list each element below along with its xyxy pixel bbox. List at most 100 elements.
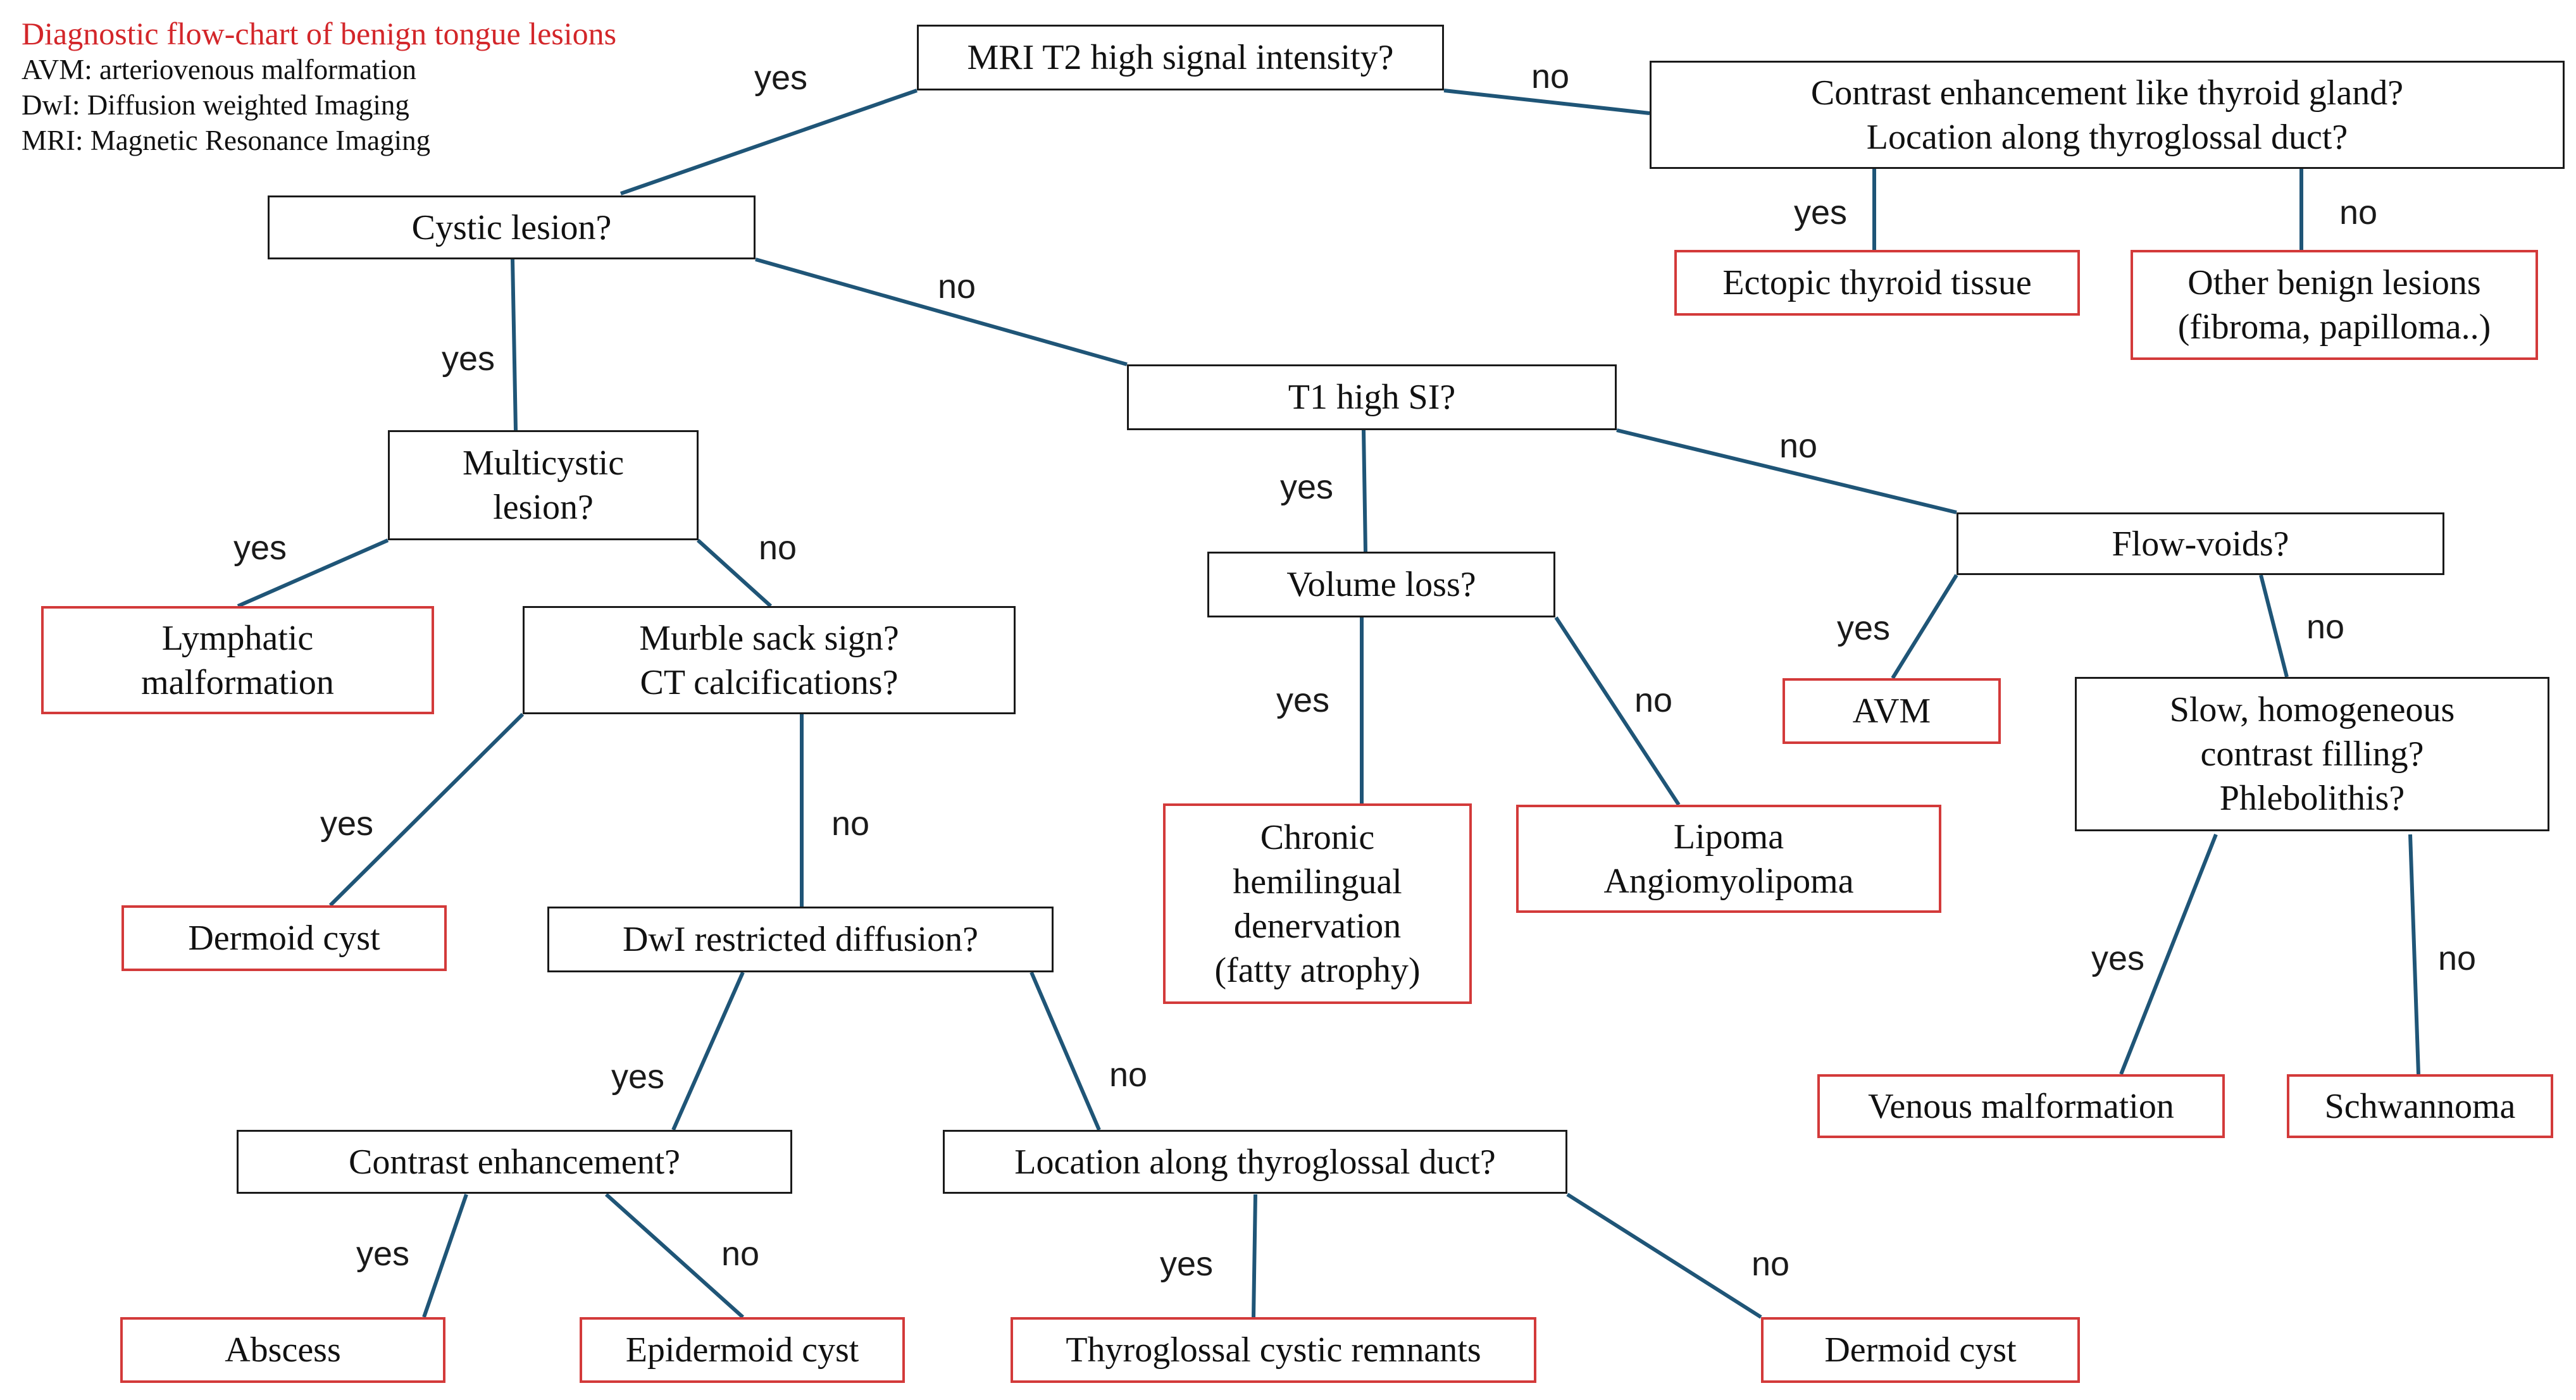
node-text-line: CT calcifications? — [640, 662, 899, 702]
edge-label-13: yes — [1276, 681, 1330, 719]
connector-1 — [620, 89, 918, 195]
diagnosis-node-thyroglossal: Thyroglossal cystic remnants — [1011, 1317, 1536, 1383]
node-text-line: Contrast enhancement? — [348, 1142, 680, 1182]
node-text-line: lesion? — [493, 488, 594, 527]
edge-label-2: no — [1531, 58, 1570, 96]
decision-node-slow-filling: Slow, homogeneous contrast filling? Phlebo… — [2075, 677, 2549, 831]
edge-label-5: yes — [1794, 194, 1848, 232]
node-text-line: Epidermoid cyst — [625, 1330, 859, 1370]
node-text-line: Dermoid cyst — [188, 919, 380, 958]
edge-label-9: yes — [1280, 468, 1334, 506]
connector-22 — [604, 1192, 745, 1319]
node-text-line: Multicystic — [462, 443, 625, 483]
decision-node-murble: Murble sack sign?CT calcifications? — [523, 606, 1016, 714]
diagnosis-node-ectopic-thyroid: Ectopic thyroid tissue — [1674, 250, 2080, 316]
node-text-line: contrast filling? — [2200, 734, 2424, 774]
edge-label-18: no — [1109, 1056, 1148, 1094]
node-text-line: (fatty atrophy) — [1214, 950, 1421, 990]
edge-label-8: no — [759, 529, 797, 567]
connector-16 — [2259, 574, 2289, 678]
node-text-line: (fibroma, papilloma..) — [2177, 307, 2491, 347]
edge-label-11: yes — [320, 805, 374, 843]
node-text-line: Location along thyroglossal duct? — [1866, 117, 2348, 157]
edge-label-17: yes — [611, 1058, 665, 1096]
edge-label-22: no — [721, 1235, 760, 1273]
connector-14 — [1554, 616, 1681, 806]
node-text-line: malformation — [141, 662, 334, 702]
edge-label-6: no — [2339, 194, 2378, 232]
connector-8 — [696, 538, 773, 608]
connector-3 — [511, 259, 518, 431]
edge-label-16: no — [2306, 608, 2345, 646]
connector-7 — [237, 538, 389, 608]
decision-node-cystic: Cystic lesion? — [268, 195, 756, 259]
node-text-line: Murble sack sign? — [639, 618, 899, 658]
decision-node-flow-voids: Flow-voids? — [1957, 512, 2444, 575]
connector-20 — [2408, 834, 2420, 1075]
legend-line-avm: AVM: arteriovenous malformation — [22, 54, 417, 85]
node-text-line: Lymphatic — [161, 618, 314, 658]
diagnosis-node-avm: AVM — [1783, 678, 2001, 744]
decision-node-dwi: DwI restricted diffusion? — [547, 907, 1054, 972]
connector-24 — [1566, 1192, 1762, 1319]
connector-9 — [1362, 430, 1367, 552]
edge-label-10: no — [1779, 427, 1818, 465]
legend-line-mri: MRI: Magnetic Resonance Imaging — [22, 125, 431, 156]
legend: Diagnostic flow-chart of benign tongue l… — [22, 15, 616, 158]
connector-17 — [671, 971, 745, 1131]
connector-21 — [422, 1194, 468, 1318]
decision-node-contrast-thyroid: Contrast enhancement like thyroid gland?… — [1650, 61, 2565, 169]
edge-label-12: no — [831, 805, 870, 843]
decision-node-multicystic: Multicystic lesion? — [388, 430, 699, 540]
diagnosis-node-venous: Venous malformation — [1817, 1074, 2225, 1138]
node-text-line: denervation — [1233, 906, 1402, 946]
diagnosis-node-epidermoid: Epidermoid cyst — [580, 1317, 905, 1383]
node-text-line: T1 high SI? — [1288, 378, 1456, 417]
edge-label-24: no — [1752, 1245, 1790, 1283]
diagnosis-node-schwannoma: Schwannoma — [2287, 1074, 2553, 1138]
decision-node-location-tgd: Location along thyroglossal duct? — [943, 1130, 1567, 1194]
node-text-line: Schwannoma — [2324, 1086, 2516, 1126]
connector-15 — [1891, 574, 1958, 679]
node-text-line: MRI T2 high signal intensity? — [967, 38, 1394, 77]
edge-label-21: yes — [356, 1235, 410, 1273]
connector-11 — [328, 712, 525, 907]
node-text-line: AVM — [1852, 691, 1931, 731]
edge-label-3: yes — [442, 340, 495, 378]
diagnosis-node-dermoid-1: Dermoid cyst — [121, 905, 447, 971]
node-text-line: DwI restricted diffusion? — [623, 920, 978, 959]
connector-2 — [1443, 89, 1650, 115]
diagnosis-node-other-benign: Other benign lesions (fibroma, papilloma.… — [2131, 250, 2538, 360]
edge-label-19: yes — [2091, 939, 2145, 977]
connector-19 — [2119, 833, 2218, 1075]
edge-label-4: no — [938, 268, 976, 306]
connector-4 — [755, 257, 1128, 366]
connector-18 — [1030, 971, 1101, 1131]
diagnosis-node-abscess: Abscess — [120, 1317, 445, 1383]
node-text-line: Volume loss? — [1286, 565, 1476, 604]
connector-10 — [1616, 428, 1957, 514]
connector-23 — [1252, 1194, 1257, 1318]
node-text-line: Phlebolithis? — [2219, 779, 2405, 818]
node-text-line: hemilingual — [1233, 862, 1402, 901]
node-text-line: Flow-voids? — [2112, 524, 2289, 564]
node-text-line: Location along thyroglossal duct? — [1014, 1142, 1496, 1182]
legend-line-dwi: DwI: Diffusion weighted Imaging — [22, 89, 409, 121]
node-text-line: Other benign lesions — [2187, 263, 2481, 302]
node-text-line: Lipoma — [1673, 817, 1784, 857]
decision-node-mri-t2: MRI T2 high signal intensity? — [917, 25, 1444, 90]
node-text-line: Abscess — [225, 1330, 341, 1370]
decision-node-volume-loss: Volume loss? — [1207, 552, 1555, 617]
node-text-line: Chronic — [1260, 817, 1375, 857]
node-text-line: Venous malformation — [1868, 1086, 2174, 1126]
node-text-line: Angiomyolipoma — [1603, 861, 1854, 901]
edge-label-1: yes — [754, 59, 808, 97]
node-text-line: Ectopic thyroid tissue — [1722, 263, 2032, 302]
node-text-line: Slow, homogeneous — [2169, 690, 2455, 729]
decision-node-contrast-enh: Contrast enhancement? — [237, 1130, 792, 1194]
node-text-line: Contrast enhancement like thyroid gland? — [1810, 73, 2404, 113]
